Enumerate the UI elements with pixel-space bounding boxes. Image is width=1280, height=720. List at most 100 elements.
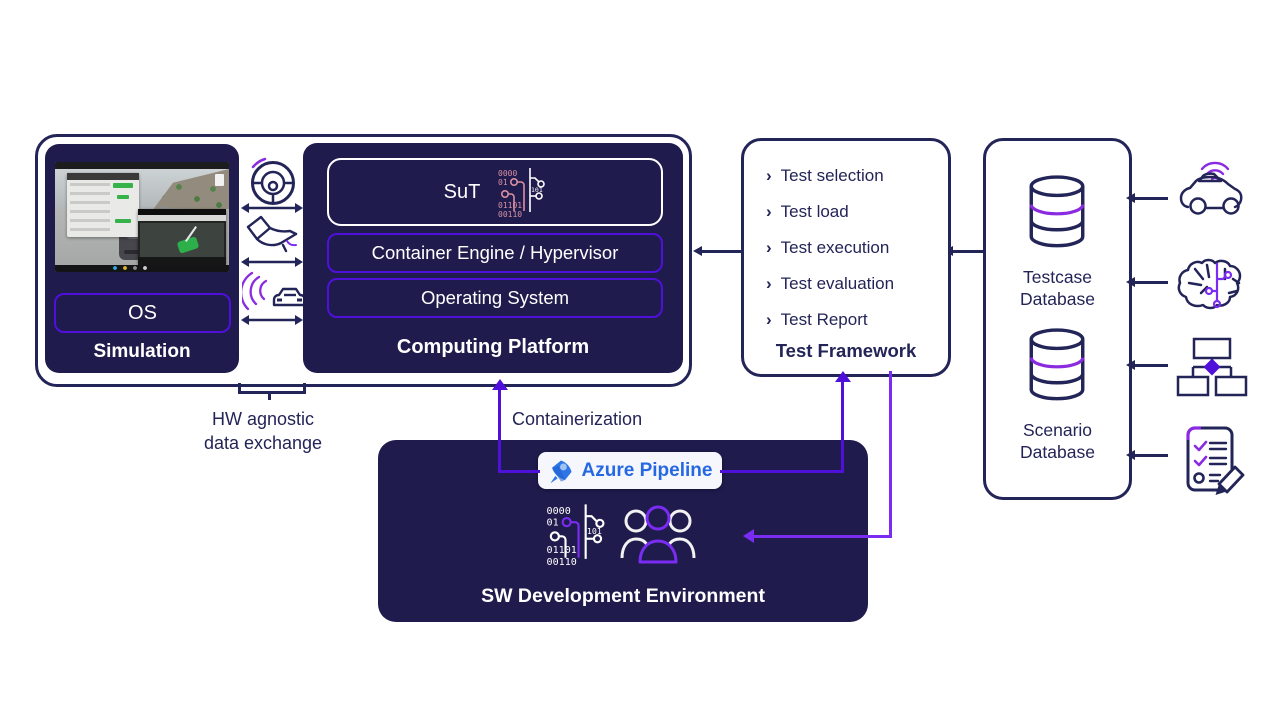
arrow-brain-to-db-head: [1126, 277, 1135, 287]
simshot-lidar-titlebar: [138, 209, 226, 215]
containerization-arrowhead: [492, 379, 508, 390]
svg-text:01: 01: [547, 518, 559, 529]
simshot-lidar-statusbar: [138, 257, 226, 265]
svg-text:01101: 01101: [547, 545, 577, 556]
svg-text:00110: 00110: [547, 557, 577, 566]
azure-pipeline-badge: Azure Pipeline: [538, 452, 722, 489]
hw-agnostic-bracket-stem: [268, 391, 271, 400]
test-execution-label: Test execution: [780, 238, 890, 257]
scenario-database-icon: [1029, 328, 1085, 401]
arrow-checklist-to-db-head: [1126, 450, 1135, 460]
sut-label: SuT: [443, 180, 481, 203]
testcase-line1: Testcase: [1022, 267, 1093, 287]
radar-car-icon: [242, 268, 306, 314]
containerization-label: Containerization: [512, 409, 643, 429]
test-framework-list: ›Test selection ›Test load ›Test executi…: [766, 158, 894, 338]
chevron-bullet-icon: ›: [766, 238, 772, 257]
simshot-lidar-window: [138, 209, 226, 265]
ai-brain-icon: [1173, 253, 1251, 313]
test-framework-title: Test Framework: [775, 340, 917, 361]
svg-text:00110: 00110: [498, 210, 522, 218]
hw-agnostic-line2: data exchange: [203, 433, 323, 453]
svg-text:101: 101: [531, 186, 543, 194]
test-selection-label: Test selection: [780, 166, 884, 185]
svg-text:0000: 0000: [498, 169, 517, 178]
arrow-car-to-db-head: [1126, 193, 1135, 203]
database-box: Testcase Database Scenario Database: [983, 138, 1132, 500]
azure-pipeline-label: Azure Pipeline: [581, 459, 713, 481]
operating-system-label: Operating System: [420, 287, 570, 308]
list-item: › Test evaluation: [766, 266, 894, 302]
azure-devops-logo-icon: [549, 459, 572, 483]
connected-car-icon: [1175, 152, 1249, 218]
arrow-flowchart-to-db-line: [1134, 364, 1168, 367]
scenario-line2: Database: [1020, 442, 1095, 462]
operating-system-box: Operating System: [327, 278, 663, 318]
svg-text:101: 101: [587, 526, 602, 536]
pedal-icon: [243, 214, 301, 258]
chevron-bullet-icon: ›: [766, 202, 772, 221]
team-icon: [620, 505, 696, 564]
simshot-panel-green-field: [117, 195, 129, 199]
simulation-box: OS Simulation: [45, 144, 239, 373]
containerization-line-vertical: [498, 388, 501, 473]
simshot-titlebar: [55, 162, 229, 169]
tf-to-swdev-line-horizontal: [753, 535, 892, 538]
test-report-label: Test Report: [780, 310, 868, 329]
sut-code-icon: 0000 01 01101 00110 101: [498, 168, 546, 218]
testcase-line2: Database: [1020, 289, 1095, 309]
simshot-file-icon: [215, 174, 224, 186]
simshot-panel-header: [67, 173, 139, 180]
simshot-lidar-toolbar: [138, 215, 226, 221]
sw-dev-environment-title: SW Development Environment: [481, 585, 765, 607]
list-item: ›Test selection: [766, 158, 894, 194]
arrow-car-to-db-line: [1134, 197, 1168, 200]
container-engine-box: Container Engine / Hypervisor: [327, 233, 663, 273]
testcase-database-label: Testcase Database: [986, 266, 1129, 310]
list-item: › Test execution: [766, 230, 894, 266]
hw-agnostic-line1: HW agnostic: [211, 409, 315, 429]
test-framework-box: ›Test selection ›Test load ›Test executi…: [741, 138, 951, 377]
computing-platform-title: Computing Platform: [396, 336, 590, 358]
simshot-panel-rows: [70, 183, 110, 233]
containerization-line-horizontal: [498, 470, 540, 473]
computing-platform-box: [303, 143, 683, 373]
simulation-title: Simulation: [93, 341, 191, 362]
code-pipeline-icon: 0000 01 01101 00110 101: [547, 504, 605, 566]
svg-text:01: 01: [498, 178, 508, 187]
hw-agnostic-label: HW agnostic data exchange: [168, 407, 358, 455]
chevron-bullet-icon: ›: [766, 274, 772, 293]
list-item: › Test Report: [766, 302, 894, 338]
bidir-arrow-steering: [241, 203, 303, 213]
hw-agnostic-bracket: [238, 383, 306, 394]
test-load-label: Test load: [780, 202, 849, 221]
simulation-screenshot: [55, 162, 229, 272]
simshot-settings-panel: [67, 173, 139, 237]
chevron-bullet-icon: ›: [766, 310, 772, 329]
bidir-arrow-pedal: [241, 257, 303, 267]
arrow-flowchart-to-db-head: [1126, 360, 1135, 370]
simshot-toolbar: [55, 265, 229, 272]
sut-box: SuT 0000 01 01101 00110 101: [327, 158, 663, 226]
scenario-line1: Scenario: [1022, 420, 1093, 440]
testcase-database-icon: [1029, 175, 1085, 248]
arrow-tf-to-platform-head: [693, 246, 702, 256]
simshot-panel-green-button: [113, 183, 133, 188]
list-item: › Test load: [766, 194, 894, 230]
bidir-arrow-radar: [241, 315, 303, 325]
test-evaluation-label: Test evaluation: [780, 274, 895, 293]
badge-to-tf-line-vertical: [841, 380, 844, 473]
tf-to-swdev-line-vertical: [889, 371, 892, 538]
tf-to-swdev-arrowhead: [743, 529, 754, 543]
arrow-tf-to-platform-line: [702, 250, 742, 253]
simshot-panel-green-field2: [115, 219, 131, 223]
svg-text:0000: 0000: [547, 506, 571, 517]
arrow-db-to-tf-line: [953, 250, 983, 253]
arrow-brain-to-db-line: [1134, 281, 1168, 284]
simulation-os-box: OS: [54, 293, 231, 333]
container-engine-label: Container Engine / Hypervisor: [371, 242, 619, 263]
badge-to-tf-arrowhead: [835, 371, 851, 382]
steering-wheel-icon: [246, 156, 298, 206]
badge-to-tf-line-horizontal: [720, 470, 844, 473]
scenario-database-label: Scenario Database: [986, 419, 1129, 463]
